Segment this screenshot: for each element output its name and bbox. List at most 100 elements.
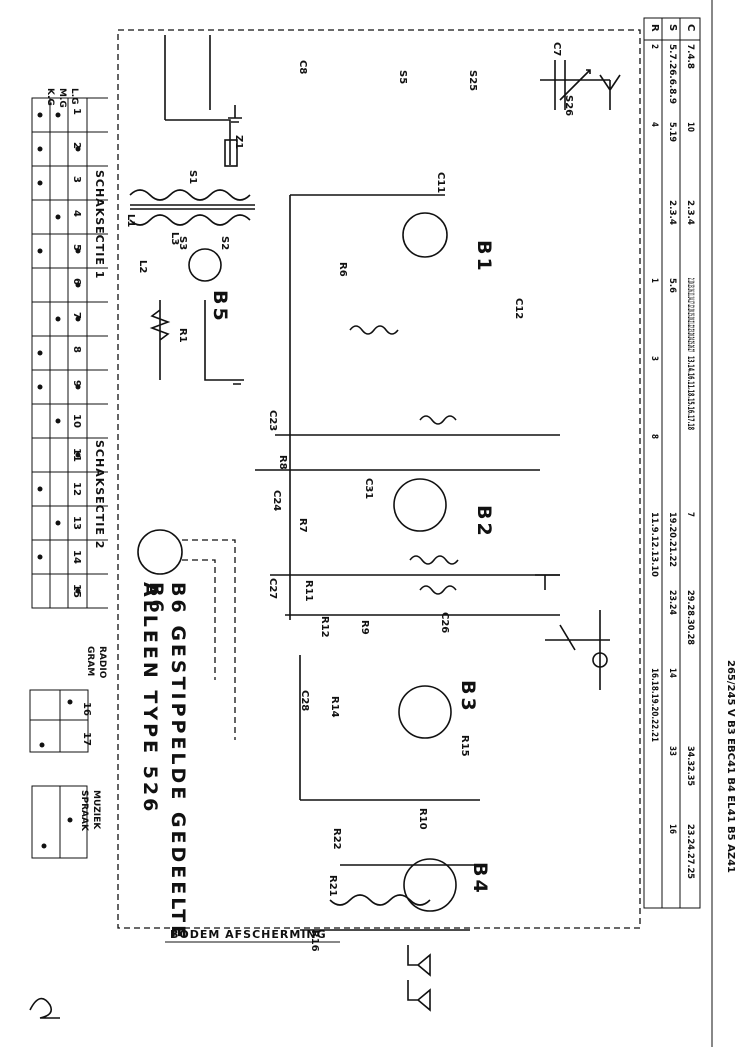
bottom-shield-label: BODEM AFSCHERMING [165,928,340,943]
switch-column-label: 13 [71,516,82,530]
label-r8: R8 [277,455,288,470]
switch-column-label: 9 [71,380,82,387]
crossref-cell: 2.10.13.16.11.14.17.12.18.15.18.21.22.23… [685,278,695,352]
note-line-2: ALLEEN TYPE 526 [139,582,161,814]
crossref-header-s: S [667,24,678,31]
radio-label: RADIO [97,646,107,679]
label-b4: B4 [469,862,491,896]
label-s26: S26 [563,95,574,116]
crossref-header-r: R [649,24,660,32]
spraak-label: SPRAAK [79,790,89,832]
crossref-cell: 4 [649,122,659,127]
switch-contact-dot [37,350,43,356]
switch-contact-dot [37,554,43,560]
gram-label: GRAM [85,646,95,676]
switch-column-label: 1 [71,108,82,115]
label-z1: Z1 [233,135,244,149]
crossref-cell: 5.7.26.6.8.9 [667,44,677,104]
crossref-cell: 34.32.35 [685,746,695,786]
crossref-cell: 14 [667,668,677,678]
radio-gram-table: RADIO GRAM 16 17 [29,646,107,753]
label-r6: R6 [337,262,348,277]
label-c24: C24 [271,490,282,511]
label-b1: B1 [473,240,495,274]
muziek-label: MUZIEK [91,790,101,830]
component-labels: B1 B2 B3 B4 B5 B6 R1 R6 R7 R8 R9 R10 R11… [125,42,574,952]
switch-contact-dot [75,588,81,594]
crossref-cell: 16 [667,824,677,834]
label-c12: C12 [513,298,524,319]
col-17: 17 [81,732,92,746]
switch-contact-dot [75,384,81,390]
tube-b4 [403,858,457,912]
tube-b3 [398,685,452,739]
crossref-cell: 11.9.12.13.10 [649,512,659,577]
crossref-cell: 1 [649,278,659,283]
label-r14: R14 [329,696,340,718]
tube-b5 [188,248,222,282]
switch-contact-dot [55,418,61,424]
switch-contact-dot [37,180,43,186]
crossref-cell: 7 [685,512,695,517]
switch-contact-dot [55,214,61,220]
label-c23: C23 [267,410,278,431]
note-line-1: B6 GESTIPPELDE GEDEELTE [167,582,189,941]
crossref-cell: 5.19 [667,122,677,142]
label-l3: L3 [169,232,180,245]
label-c28: C28 [299,690,310,711]
switch-column-label: 12 [71,482,82,496]
switch-column-label: 4 [71,210,82,217]
switch-column-label: 6 [71,278,82,285]
label-c31: C31 [363,478,374,499]
crossref-cell: 7.4.8 [685,44,695,69]
crossref-cell: 23.24 [667,590,677,615]
switch-column-label: 2 [71,142,82,149]
row-label-kg: K.G [45,88,55,106]
label-r10: R10 [417,808,428,830]
switch-contact-dot [55,112,61,118]
label-b3: B3 [457,680,479,714]
switch-contact-dot [55,520,61,526]
tube-legend: 265/245 V B3 EBC41 B4 EL41 B5 AZ41 [725,660,736,873]
crossref-cell: 19.20.21.22 [667,512,677,567]
muziek-spraak-table: MUZIEK SPRAAK [31,785,101,859]
switch-contact-dot [37,146,43,152]
crossref-cell: 33 [667,746,677,756]
label-r16: R16 [309,930,320,952]
switch-column-label: 7 [71,312,82,319]
crossref-cell: 13.14.16.11.18.15.16.17.18 [685,356,695,430]
svg-text:265/245 V B3 EBC41 B4 EL41: 265/245 V B3 EBC41 B4 EL41 B5 AZ41 [725,660,736,873]
label-s25: S25 [467,70,478,91]
switch-contact-dot [75,452,81,458]
switch-column-label: 14 [71,550,82,564]
switch-contact-dot [75,146,81,152]
crossref-cell: 3 [649,356,659,361]
label-r22: R22 [331,828,342,850]
label-s3: S3 [177,236,188,250]
switch-column-label: 5 [71,244,82,251]
switch-contact-dot [37,248,43,254]
label-r21: R21 [327,875,338,897]
label-s1: S1 [187,170,198,184]
label-l2: L2 [137,260,148,273]
label-c27: C27 [267,578,278,599]
label-b2: B2 [473,505,495,539]
label-b5: B5 [209,290,231,324]
label-r7: R7 [297,518,308,533]
switch-contact-dot [75,248,81,254]
dotted-part-note: B6 GESTIPPELDE GEDEELTE ALLEEN TYPE 526 [139,582,189,941]
label-l1: L1 [125,214,136,227]
switch-contact-dot [75,282,81,288]
crossref-cell: 23.24.27.25 [685,824,695,879]
crossref-cell: 2 [649,44,659,49]
label-r9: R9 [359,620,370,635]
tube-b2 [393,478,447,532]
label-c7: C7 [551,42,562,56]
crossref-cell: 2.3.4 [667,200,677,225]
switch-contact-dot [37,112,43,118]
switch-column-label: 10 [71,414,82,428]
crossref-cell: 29.28.30.28 [685,590,695,645]
switch-contact-dot [55,316,61,322]
label-r12: R12 [319,616,330,638]
